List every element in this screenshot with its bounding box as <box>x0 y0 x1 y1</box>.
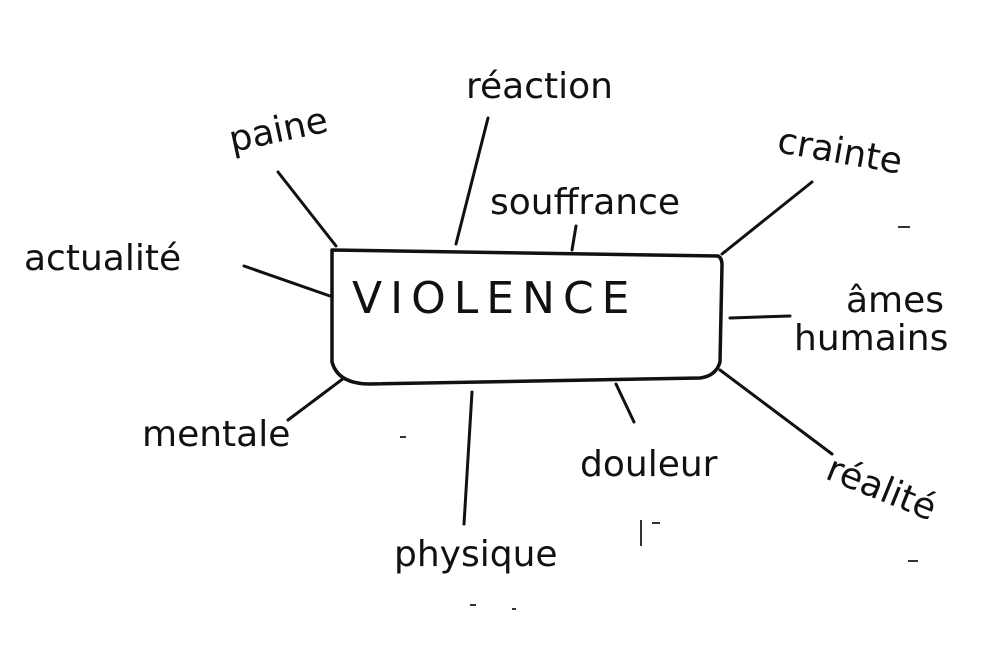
center-word: VIOLENCE <box>352 273 637 324</box>
term-crainte: crainte <box>774 120 905 182</box>
term-humains: humains <box>794 318 948 359</box>
term-physique: physique <box>394 534 558 575</box>
link-realite <box>718 368 834 456</box>
term-actualite: actualité <box>24 238 181 279</box>
scan-speck <box>652 522 660 524</box>
scan-speck <box>512 608 516 610</box>
scan-speck <box>400 436 406 438</box>
term-souffrance: souffrance <box>490 182 680 223</box>
link-paine <box>276 170 338 248</box>
scan-speck <box>898 226 910 228</box>
link-mentale <box>286 376 346 422</box>
link-crainte <box>720 180 814 256</box>
term-ames: âmes <box>846 280 944 321</box>
link-actualite <box>242 264 332 298</box>
link-souffrance <box>570 224 578 252</box>
link-ames-humains <box>728 314 792 320</box>
term-reaction: réaction <box>466 66 613 107</box>
link-douleur <box>614 382 636 424</box>
link-physique <box>462 390 474 526</box>
term-realite: réalité <box>821 448 943 529</box>
term-douleur: douleur <box>580 444 718 485</box>
link-reaction <box>454 116 490 246</box>
scan-speck <box>470 604 476 606</box>
scan-speck <box>640 520 642 546</box>
term-paine: paine <box>225 100 331 161</box>
term-mentale: mentale <box>142 414 290 455</box>
scan-speck <box>908 560 918 562</box>
